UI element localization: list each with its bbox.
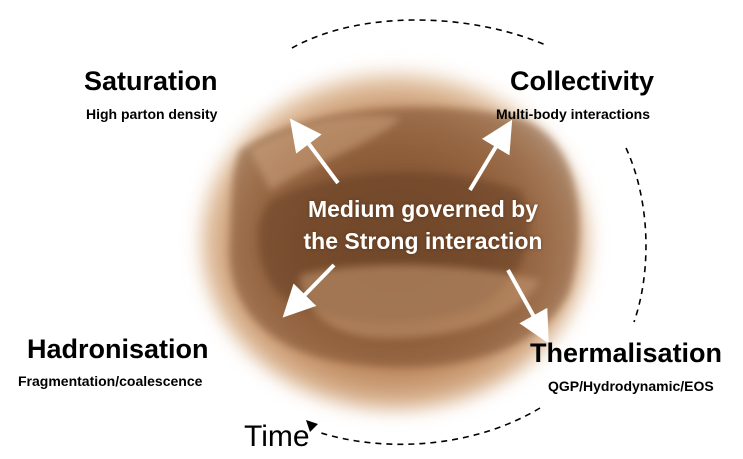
cycle-arc-top	[292, 20, 548, 48]
saturation-title: Saturation	[84, 66, 218, 97]
cycle-arc-bottom	[318, 408, 540, 444]
thermalisation-subtitle: QGP/Hydrodynamic/EOS	[548, 378, 714, 394]
center-label: Medium governed by the Strong interactio…	[288, 193, 558, 257]
time-label: Time	[244, 420, 310, 454]
hadronisation-title: Hadronisation	[27, 334, 209, 365]
collectivity-title: Collectivity	[510, 66, 654, 97]
thermalisation-title: Thermalisation	[530, 338, 722, 369]
collectivity-subtitle: Multi-body interactions	[496, 106, 650, 122]
center-label-line2: the Strong interaction	[288, 225, 558, 257]
hadronisation-subtitle: Fragmentation/coalescence	[18, 373, 202, 389]
saturation-subtitle: High parton density	[86, 106, 217, 122]
center-label-line1: Medium governed by	[288, 193, 558, 225]
cycle-arc-right	[626, 148, 646, 322]
